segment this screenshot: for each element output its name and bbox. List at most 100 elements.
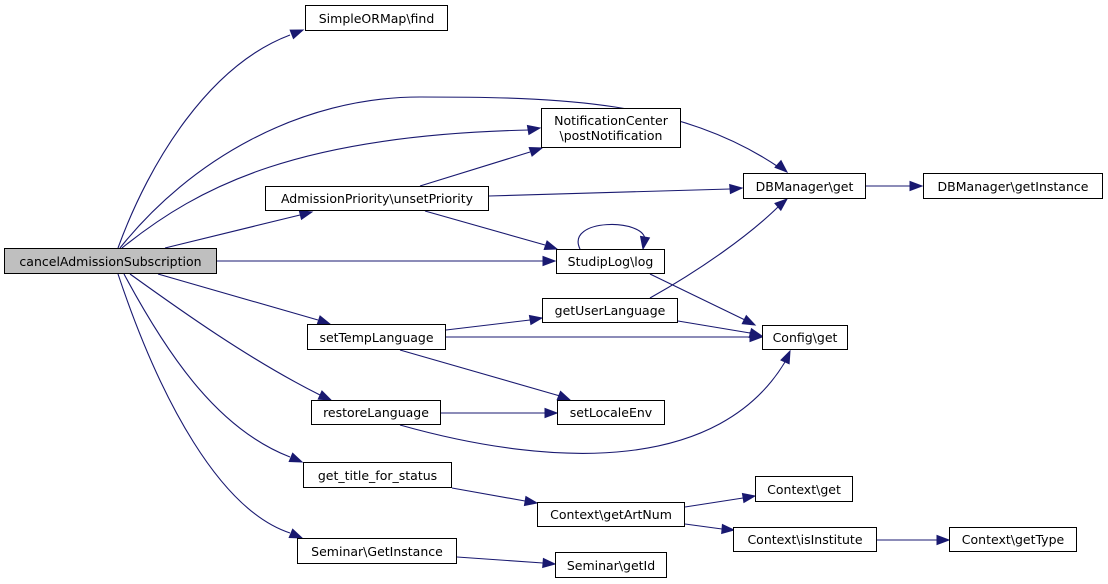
arrowhead-icon xyxy=(749,331,764,343)
arrowhead-icon xyxy=(298,209,314,221)
edge-dbmanager-get-to-dbmanager-get-instance xyxy=(866,180,924,192)
edge-cancel-admission-subscription-to-seminar-get-instance xyxy=(117,273,304,539)
arrowhead-icon xyxy=(289,29,305,40)
node-context-get[interactable]: Context\get xyxy=(755,476,853,502)
edge-line xyxy=(488,188,731,197)
arrowhead-icon xyxy=(774,198,789,212)
edge-line xyxy=(119,96,781,249)
arrowhead-icon xyxy=(774,159,789,173)
edge-context-get-art-num-to-context-is-institute xyxy=(684,523,736,535)
node-label: cancelAdmissionSubscription xyxy=(19,253,202,269)
node-dbmanager-get[interactable]: DBManager\get xyxy=(743,173,866,199)
edge-line xyxy=(445,319,531,331)
node-restore-language[interactable]: restoreLanguage xyxy=(311,400,441,425)
edge-cancel-admission-subscription-to-notification-center-post-notification xyxy=(121,124,542,249)
edge-line xyxy=(649,273,746,321)
edge-line xyxy=(451,487,526,502)
node-label: setLocaleEnv xyxy=(569,405,653,420)
arrowhead-icon xyxy=(528,146,544,157)
arrowhead-icon xyxy=(729,183,744,195)
node-label: StudipLog\log xyxy=(567,254,654,269)
edge-cancel-admission-subscription-to-admission-priority-unset-priority xyxy=(164,209,314,249)
node-label: Config\get xyxy=(772,330,838,345)
arrowhead-icon xyxy=(936,534,951,546)
edge-line xyxy=(157,273,319,321)
node-label: Seminar\getId xyxy=(566,557,656,573)
node-set-locale-env[interactable]: setLocaleEnv xyxy=(557,400,665,425)
edge-context-get-art-num-to-context-get xyxy=(684,492,757,508)
arrowhead-icon xyxy=(721,523,736,535)
node-label: DBManager\get xyxy=(755,178,854,194)
edge-line xyxy=(424,210,546,246)
node-context-is-institute[interactable]: Context\isInstitute xyxy=(733,527,877,552)
edge-line xyxy=(677,320,751,334)
node-context-get-art-num[interactable]: Context\getArtNum xyxy=(537,502,685,527)
edge-line xyxy=(121,129,531,249)
node-cancel-admission-subscription[interactable]: cancelAdmissionSubscription xyxy=(4,248,217,274)
arrowhead-icon xyxy=(288,528,304,539)
edge-cancel-admission-subscription-to-studip-log-log xyxy=(217,255,557,267)
node-label: setTempLanguage xyxy=(319,329,434,345)
node-seminar-get-id[interactable]: Seminar\getId xyxy=(555,552,667,578)
edge-cancel-admission-subscription-to-dbmanager-get xyxy=(119,96,789,249)
edge-line xyxy=(164,214,301,249)
edge-line xyxy=(123,273,291,458)
arrowhead-icon xyxy=(542,255,557,267)
edge-line xyxy=(577,224,646,250)
edge-line xyxy=(684,523,723,530)
arrowhead-icon xyxy=(528,314,544,326)
edge-get-user-language-to-dbmanager-get xyxy=(649,198,789,299)
arrowhead-icon xyxy=(909,180,924,192)
edge-cancel-admission-subscription-to-restore-language xyxy=(129,273,333,401)
edge-get-title-for-status-to-context-get-art-num xyxy=(451,487,539,507)
node-seminar-get-instance[interactable]: Seminar\GetInstance xyxy=(297,538,457,564)
node-get-user-language[interactable]: getUserLanguage xyxy=(542,298,678,323)
node-label: Context\get xyxy=(767,481,841,497)
edge-admission-priority-unset-priority-to-dbmanager-get xyxy=(488,183,744,197)
arrowhead-icon xyxy=(639,235,651,251)
edge-line xyxy=(129,273,321,396)
node-label: AdmissionPriority\unsetPriority xyxy=(280,191,474,206)
node-dbmanager-get-instance[interactable]: DBManager\getInstance xyxy=(923,173,1103,199)
edge-line xyxy=(456,556,544,564)
edge-set-temp-language-to-get-user-language xyxy=(445,314,544,331)
node-admission-priority-unset-priority[interactable]: AdmissionPriority\unsetPriority xyxy=(265,186,489,211)
arrowhead-icon xyxy=(542,557,557,569)
node-label: Seminar\GetInstance xyxy=(311,543,443,559)
edge-admission-priority-unset-priority-to-notification-center-post-notification xyxy=(419,146,544,187)
edge-cancel-admission-subscription-to-set-temp-language xyxy=(157,273,332,326)
edge-line xyxy=(117,273,291,534)
edge-cancel-admission-subscription-to-get-title-for-status xyxy=(123,273,304,463)
node-config-get[interactable]: Config\get xyxy=(762,325,848,350)
node-get-title-for-status[interactable]: get_title_for_status xyxy=(303,462,452,488)
edge-admission-priority-unset-priority-to-studip-log-log xyxy=(424,210,559,251)
edge-line xyxy=(399,361,786,454)
edge-line xyxy=(419,151,531,187)
node-simple-ormap-find[interactable]: SimpleORMap\find xyxy=(305,5,448,31)
arrowhead-icon xyxy=(544,407,559,419)
node-notification-center-post-notification[interactable]: NotificationCenter \postNotification xyxy=(541,108,681,148)
arrowhead-icon xyxy=(526,124,542,136)
node-label: SimpleORMap\find xyxy=(318,10,435,26)
node-label: getUserLanguage xyxy=(554,303,666,318)
node-set-temp-language[interactable]: setTempLanguage xyxy=(307,324,446,350)
node-label: get_title_for_status xyxy=(317,467,438,483)
node-label: Context\getArtNum xyxy=(550,507,672,522)
arrowhead-icon xyxy=(317,390,333,401)
edge-cancel-admission-subscription-to-simple-ormap-find xyxy=(117,29,305,249)
edge-line xyxy=(649,204,781,299)
arrowhead-icon xyxy=(556,390,572,401)
edge-line xyxy=(117,34,291,249)
node-studip-log-log[interactable]: StudipLog\log xyxy=(556,249,665,274)
node-label: NotificationCenter \postNotification xyxy=(554,113,668,143)
arrowhead-icon xyxy=(543,240,559,251)
node-label: DBManager\getInstance xyxy=(937,178,1089,194)
node-context-get-type[interactable]: Context\getType xyxy=(949,527,1077,552)
edge-set-temp-language-to-config-get xyxy=(446,331,764,343)
edge-restore-language-to-set-locale-env xyxy=(441,407,559,419)
arrowhead-icon xyxy=(741,314,757,326)
edge-studip-log-log-to-studip-log-log xyxy=(577,224,651,251)
node-label: Context\isInstitute xyxy=(747,532,863,547)
edge-restore-language-to-config-get xyxy=(399,349,791,454)
